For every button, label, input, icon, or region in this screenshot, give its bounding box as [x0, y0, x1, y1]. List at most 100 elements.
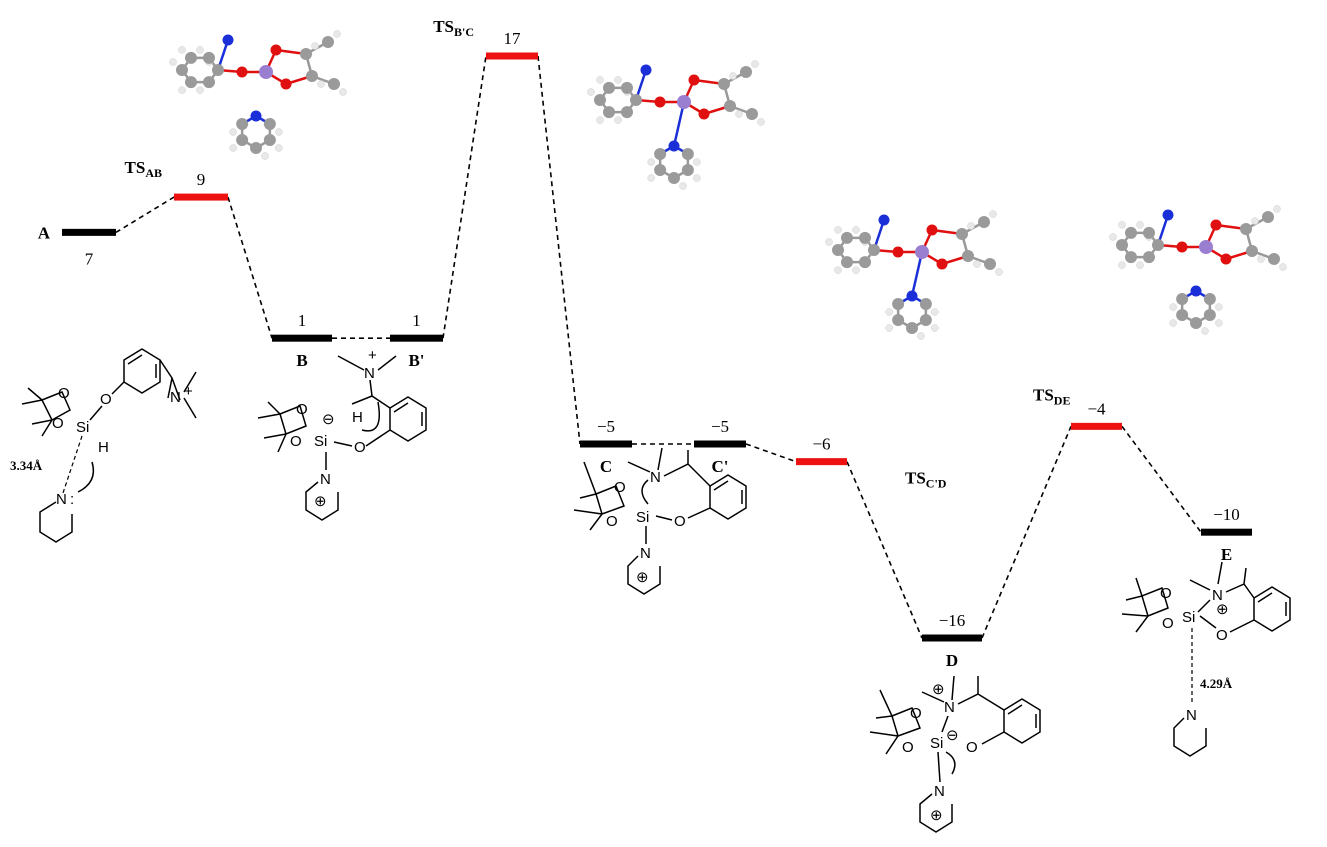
model-atom-C — [984, 258, 996, 270]
state-label-A: A — [38, 223, 51, 242]
state-label-TSDE: TSDE — [1033, 385, 1070, 407]
model-atom-C — [654, 164, 667, 176]
connector-TSC'D-D — [846, 461, 923, 639]
model-atom-H — [1136, 261, 1144, 269]
model-atom-H — [1201, 327, 1209, 335]
model-atom-H — [1118, 261, 1126, 269]
structure-B: O O Si ⊖ H O N + N ⊕ — [257, 347, 427, 521]
atom-N: N — [364, 365, 375, 382]
atom-O: O — [290, 433, 302, 450]
model-atom-C — [1246, 245, 1258, 257]
atom-O: O — [1216, 627, 1228, 644]
model-atom-N — [668, 140, 680, 152]
level-bar-TSAB — [174, 193, 228, 201]
model-atom-Si — [915, 245, 929, 259]
model-atom-H — [995, 268, 1003, 276]
model-atom-C — [740, 66, 752, 78]
model-atom-C — [1125, 226, 1137, 239]
energy-levels — [62, 52, 1252, 642]
model-atom-H — [178, 46, 186, 54]
model-atom-Si — [677, 95, 691, 109]
atom-H: H — [352, 409, 363, 426]
atom-O: O — [966, 739, 978, 756]
model-atom-O — [270, 44, 282, 56]
model-atom-H — [1136, 221, 1144, 229]
tsbc-3d-model — [587, 60, 765, 190]
atom-N: N — [1212, 587, 1223, 604]
model-atom-O — [654, 96, 666, 108]
model-atom-H — [967, 222, 975, 230]
model-atom-O — [698, 108, 710, 120]
model-atom-N — [878, 214, 890, 226]
model-atom-N — [1162, 209, 1174, 221]
model-atom-C — [1116, 239, 1128, 251]
model-atom-C — [1143, 226, 1155, 239]
model-atom-C — [906, 322, 918, 334]
model-atom-N — [906, 290, 918, 302]
model-atom-H — [852, 266, 860, 274]
atom-O: O — [614, 479, 626, 496]
model-atom-C — [236, 134, 249, 146]
model-atom-H — [1169, 319, 1177, 327]
atom-O: O — [674, 513, 686, 530]
model-atom-H — [587, 88, 595, 96]
model-atom-C — [892, 314, 905, 326]
charge-plus-circle: ⊕ — [314, 493, 327, 510]
model-atom-C — [1240, 223, 1252, 235]
atom-Si: Si — [314, 433, 327, 450]
model-atom-C — [892, 298, 905, 310]
model-atom-C — [859, 231, 871, 244]
state-label-C: C — [600, 457, 612, 476]
atom-N: N — [56, 491, 67, 508]
model-atom-C — [203, 51, 215, 64]
energy-value-TSC'D: −6 — [812, 435, 830, 454]
model-atom-H — [275, 128, 283, 136]
charge-plus-circle: ⊕ — [1216, 601, 1229, 618]
atom-O: O — [910, 705, 922, 722]
level-bar-B — [272, 334, 332, 342]
model-atom-C — [1176, 309, 1189, 321]
atom-O: O — [354, 439, 366, 456]
model-atom-H — [196, 46, 204, 54]
atom-O: O — [52, 415, 64, 432]
atom-O: O — [296, 401, 308, 418]
atom-Si: Si — [636, 509, 649, 526]
model-atom-C — [185, 76, 197, 89]
model-atom-H — [614, 116, 622, 124]
model-atom-H — [1109, 233, 1117, 241]
model-atom-H — [614, 76, 622, 84]
level-bar-E — [1201, 528, 1252, 536]
state-label-D: D — [946, 651, 958, 670]
state-label-E: E — [1221, 545, 1232, 564]
model-atom-H — [757, 118, 765, 126]
level-bar-C' — [694, 440, 746, 448]
model-atom-C — [962, 250, 974, 262]
model-atom-C — [203, 76, 215, 89]
model-atom-H — [1279, 263, 1287, 271]
level-bar-B' — [390, 334, 443, 342]
model-atom-H — [729, 72, 737, 80]
model-atom-C — [919, 314, 932, 326]
state-label-TSC'D: TSC'D — [905, 469, 947, 491]
structure-E: O O Si O N ⊕ 4.29Å N — [1121, 561, 1291, 757]
model-atom-C — [654, 148, 667, 160]
model-atom-H — [1215, 303, 1223, 311]
charge-plus-circle: ⊕ — [932, 681, 945, 698]
level-bar-TSB'C — [486, 52, 538, 60]
model-atom-H — [693, 158, 701, 166]
atom-Si: Si — [930, 735, 943, 752]
charge-plus-circle: ⊕ — [930, 807, 943, 824]
atom-Si: Si — [1182, 609, 1195, 626]
atom-N: N — [1186, 707, 1197, 724]
model-atom-C — [978, 216, 990, 228]
energy-value-TSDE: −4 — [1087, 399, 1106, 418]
atom-N: N — [944, 699, 955, 716]
level-bar-A — [62, 228, 116, 236]
state-label-C': C' — [712, 457, 729, 476]
model-atom-H — [1251, 217, 1259, 225]
connector-D-TSDE — [981, 426, 1072, 639]
tsde-3d-model — [1109, 205, 1287, 335]
model-atom-C — [841, 231, 853, 244]
distance-label-A: 3.34Å — [10, 458, 43, 473]
